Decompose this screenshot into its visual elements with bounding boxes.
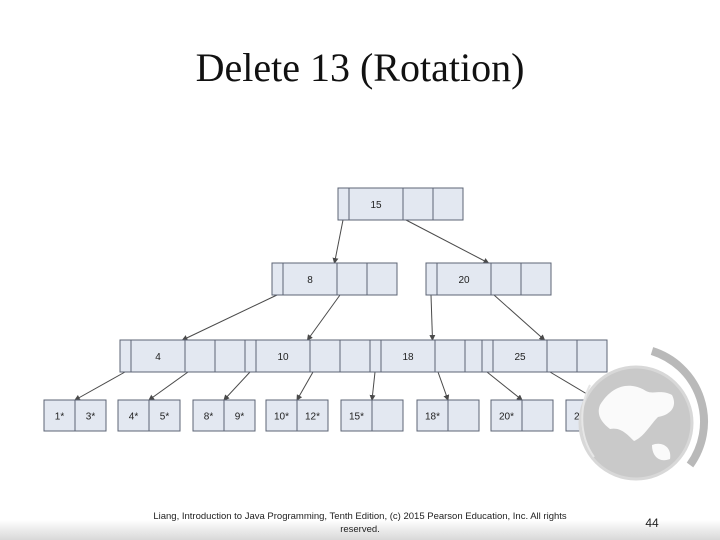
tree-edge [437,371,450,401]
internal-node: 10 [244,339,371,373]
bottom-band [0,520,720,540]
node-key: 8 [307,275,313,286]
leaf-key: 4* [129,412,139,423]
node-box [369,339,496,373]
internal-node: 4 [119,339,246,373]
node-layer: 1582041018251*3*4*5*8*9*10*12*15*18*20*2… [43,187,629,432]
leaf-key: 8* [204,412,214,423]
node-key: 15 [370,200,382,211]
leaf-node: 1* 3* [43,399,107,432]
leaf-key: 20* [499,412,514,423]
tree-edge [429,294,436,341]
tree-edge [181,294,278,341]
leaf-key: 12* [305,412,320,423]
internal-node: 20 [425,262,552,296]
node-box [337,187,464,221]
leaf-key: 10* [274,412,289,423]
leaf-key: 9* [235,412,245,423]
tree-edge [332,219,344,264]
leaf-node: 18* [416,399,480,432]
tree-edge [493,294,546,341]
internal-node: 8 [271,262,398,296]
tree-edge [306,294,341,341]
leaf-key: 3* [86,412,96,423]
tree-edge [74,371,126,401]
internal-node: 25 [481,339,608,373]
internal-node: 15 [337,187,464,221]
leaf-key: 15* [349,412,364,423]
tree-edge [296,371,314,401]
node-box [481,339,608,373]
leaf-node: 8* 9* [192,399,256,432]
tree-edge [148,371,189,401]
leaf-node: 20* [490,399,554,432]
node-key: 10 [277,352,289,363]
leaf-key: 5* [160,412,170,423]
tree-edge [369,371,376,401]
node-box [271,262,398,296]
tree-edge [223,371,251,401]
slide-title: Delete 13 (Rotation) [195,45,525,90]
node-box [119,339,246,373]
leaf-key: 1* [55,412,65,423]
globe-logo-icon [560,345,710,510]
internal-node: 18 [369,339,496,373]
leaf-node: 4* 5* [117,399,181,432]
tree-edge [486,371,523,401]
leaf-node: 15* [340,399,404,432]
footer-copyright: Liang, Introduction to Java Programming,… [153,511,567,535]
node-key: 18 [402,352,414,363]
tree-edge [405,219,490,264]
node-key: 4 [155,352,161,363]
node-box [425,262,552,296]
page-number: 44 [645,516,659,530]
edge-layer [74,219,598,401]
node-key: 25 [514,352,526,363]
leaf-node: 10* 12* [265,399,329,432]
node-key: 20 [458,275,470,286]
leaf-key: 18* [425,412,440,423]
node-box [244,339,371,373]
